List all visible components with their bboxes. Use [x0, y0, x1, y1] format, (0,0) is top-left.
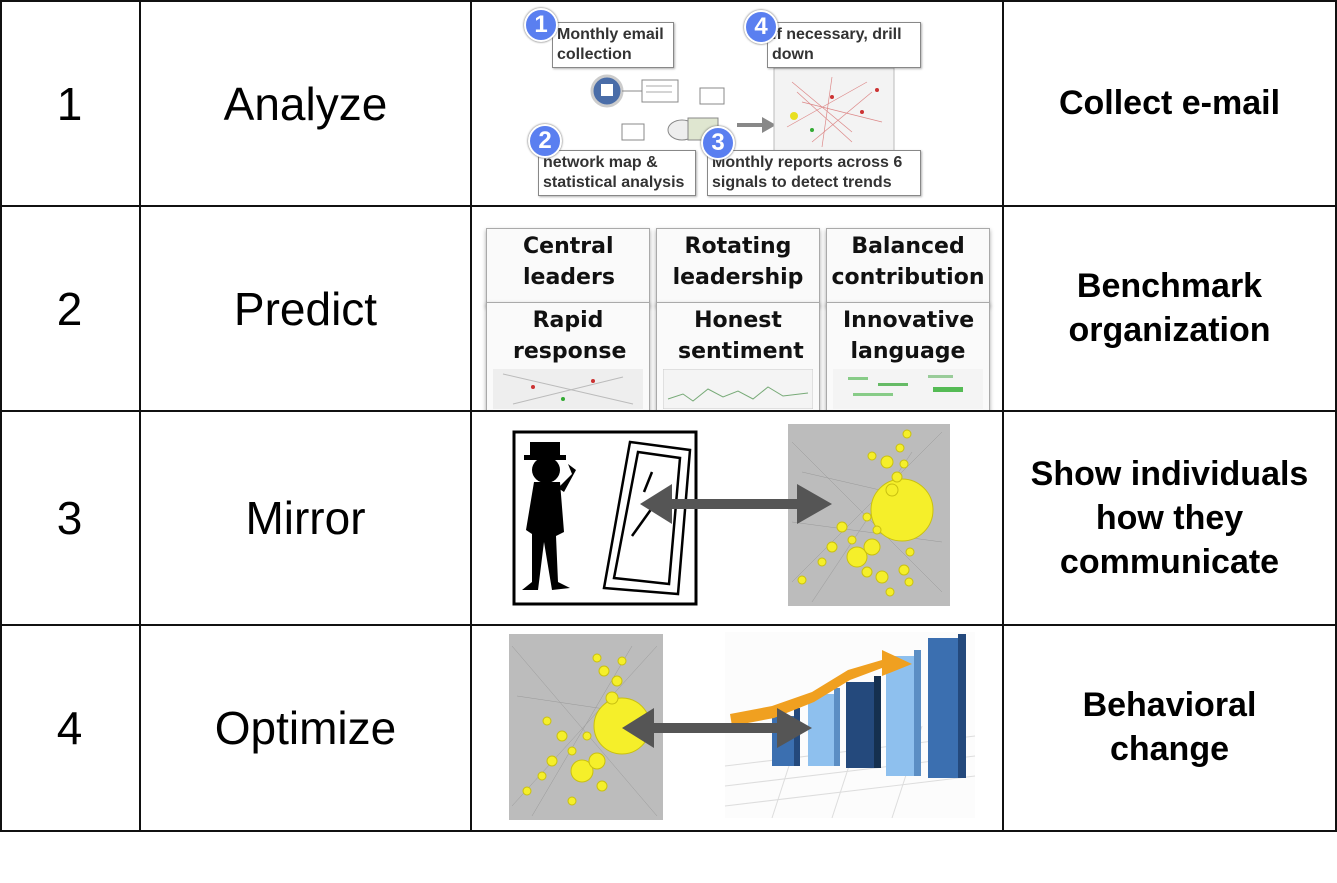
step-name: Mirror [245, 492, 366, 544]
step-description: Behavioral change [1082, 686, 1257, 768]
double-arrow-icon [622, 708, 812, 748]
step-name: Analyze [223, 77, 388, 130]
trend-arrow-icon [730, 650, 912, 726]
sentiment-chart-thumbnail [663, 369, 813, 409]
row-number: 1 [56, 77, 83, 130]
callout-drill-down: If necessary, drill down [767, 22, 921, 68]
row-number: 3 [56, 492, 83, 544]
step-badge: 1 [524, 8, 558, 42]
mirror-icon [602, 440, 692, 596]
tile-honest-sentiment: Honest sentiment [656, 302, 820, 410]
optimize-graphic [509, 632, 976, 820]
step-badge: 4 [744, 10, 778, 44]
tile-central-leaders: Central leaders [486, 228, 650, 306]
step-description: Show individuals how they communicate [1030, 455, 1309, 581]
step-name: Predict [233, 282, 378, 335]
pipeline-graphic [590, 67, 895, 159]
predict-benchmark-tiles: Central leaders Rotating leadership Bala… [472, 207, 1002, 410]
step-badge: 2 [528, 124, 562, 158]
analyze-pipeline-diagram: Monthly email collection 1 If necessary,… [472, 2, 1002, 205]
mirror-graphic [512, 424, 950, 606]
silhouette-icon [522, 442, 576, 590]
step-description: Benchmark organization [1068, 266, 1271, 349]
callout-monthly-reports: Monthly reports across 6 signals to dete… [707, 150, 921, 196]
callout-email-collection: Monthly email collection [552, 22, 674, 68]
tile-balanced-contribution: Balanced contribution [826, 228, 990, 306]
tile-rapid-response: Rapid response [486, 302, 650, 410]
step-description: Collect e-mail [1058, 83, 1281, 122]
row-number: 2 [56, 282, 83, 335]
step-name: Optimize [214, 702, 397, 754]
double-arrow-icon [640, 484, 832, 524]
callout-network-map: network map & statistical analysis [538, 150, 696, 196]
tile-innovative-language: Innovative language [826, 302, 990, 410]
word-cloud-thumbnail [833, 369, 983, 409]
optimize-illustration [472, 626, 1002, 830]
row-number: 4 [56, 702, 83, 754]
network-thumbnail [493, 369, 643, 409]
tile-rotating-leadership: Rotating leadership [656, 228, 820, 306]
step-badge: 3 [701, 126, 735, 160]
mirror-illustration [472, 412, 1002, 624]
